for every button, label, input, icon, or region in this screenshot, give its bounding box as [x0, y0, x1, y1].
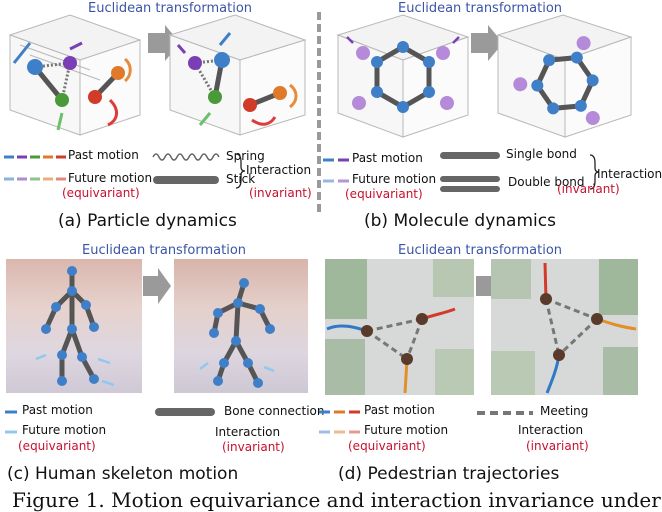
- future-motion-arrows-a: [4, 177, 66, 181]
- past-motion-arrow-c: [5, 410, 17, 414]
- panel-divider: [317, 12, 321, 212]
- transform-arrow-b: [471, 25, 503, 61]
- legend-equivariant-a: (equivariant): [62, 186, 140, 200]
- legend-spring: Spring: [226, 149, 265, 163]
- panel-b-figure: [336, 14, 633, 138]
- molecule-right: [513, 36, 600, 126]
- transform-arrow-c-shape: [143, 268, 171, 304]
- particle-green: [55, 93, 69, 107]
- panel-a-title: Euclidean transformation: [88, 1, 253, 16]
- molecule-left: [346, 36, 460, 113]
- figure-caption: Figure 1. Motion equivariance and intera…: [12, 488, 661, 512]
- legend-future-motion-b: Future motion: [352, 172, 437, 186]
- future-motion-arrows-b: [323, 179, 349, 183]
- brace-b: [589, 154, 600, 190]
- panel-a-figure: [8, 14, 307, 136]
- legend-equivariant-c: (equivariant): [18, 439, 96, 453]
- legend-past-motion-c: Past motion: [22, 403, 93, 417]
- brace-a: [235, 153, 246, 189]
- panel-b-title: Euclidean transformation: [398, 1, 563, 16]
- single-bond-icon: [440, 152, 500, 159]
- caption-b: (b) Molecule dynamics: [364, 211, 556, 231]
- panel-c-title: Euclidean transformation: [82, 243, 247, 258]
- future-motion-arrows-d: [319, 430, 360, 434]
- bone-connection-icon: [155, 408, 215, 416]
- legend-invariant-c: (invariant): [222, 440, 285, 454]
- skeleton-left: [35, 266, 115, 387]
- particle-box-right: [168, 14, 307, 136]
- particle-red: [88, 90, 102, 104]
- past-motion-arrows-a: [4, 155, 66, 159]
- past-motion-arrows-d: [319, 410, 360, 414]
- skeleton-right: [199, 278, 275, 388]
- legend-single-bond: Single bond: [506, 147, 577, 161]
- particle-orange: [111, 66, 125, 80]
- legend-equivariant-d: (equivariant): [348, 439, 426, 453]
- legend-invariant-a: (invariant): [249, 186, 312, 200]
- spring-icon: [152, 153, 220, 161]
- pedestrian-scene-left: [325, 259, 474, 395]
- legend-interaction-b: Interaction: [597, 167, 662, 181]
- legend-future-motion-a: Future motion: [68, 171, 153, 185]
- future-motion-arrow-c: [5, 430, 17, 434]
- legend-interaction-a: Interaction: [246, 163, 312, 177]
- panel-d-title: Euclidean transformation: [398, 243, 563, 258]
- caption-a: (a) Particle dynamics: [58, 211, 237, 231]
- legend-double-bond: Double bond: [508, 175, 585, 189]
- legend-interaction-c: Interaction: [215, 425, 281, 439]
- caption-d: (d) Pedestrian trajectories: [338, 464, 560, 484]
- legend-past-motion-a: Past motion: [68, 148, 139, 162]
- particle-purple: [63, 56, 77, 70]
- legend-past-motion-b: Past motion: [352, 151, 423, 165]
- legend-invariant-b: (invariant): [557, 182, 620, 196]
- particle-blue: [27, 59, 43, 75]
- pedestrian-scene-right: [491, 259, 638, 395]
- legend-past-motion-d: Past motion: [364, 403, 435, 417]
- caption-c: (c) Human skeleton motion: [7, 464, 239, 484]
- double-bond-icon: [440, 176, 500, 192]
- meeting-line-icon: [477, 411, 533, 415]
- legend-equivariant-b: (equivariant): [345, 187, 423, 201]
- legend-bone: Bone connection: [224, 404, 325, 418]
- legend-interaction-d: Interaction: [518, 423, 584, 437]
- particle-box-left: [8, 14, 142, 136]
- legend-meeting: Meeting: [540, 404, 589, 418]
- stick-icon: [153, 176, 219, 184]
- legend-invariant-d: (invariant): [526, 439, 589, 453]
- past-motion-arrows-b: [323, 158, 349, 162]
- legend-future-motion-d: Future motion: [364, 423, 449, 437]
- legend-future-motion-c: Future motion: [22, 423, 107, 437]
